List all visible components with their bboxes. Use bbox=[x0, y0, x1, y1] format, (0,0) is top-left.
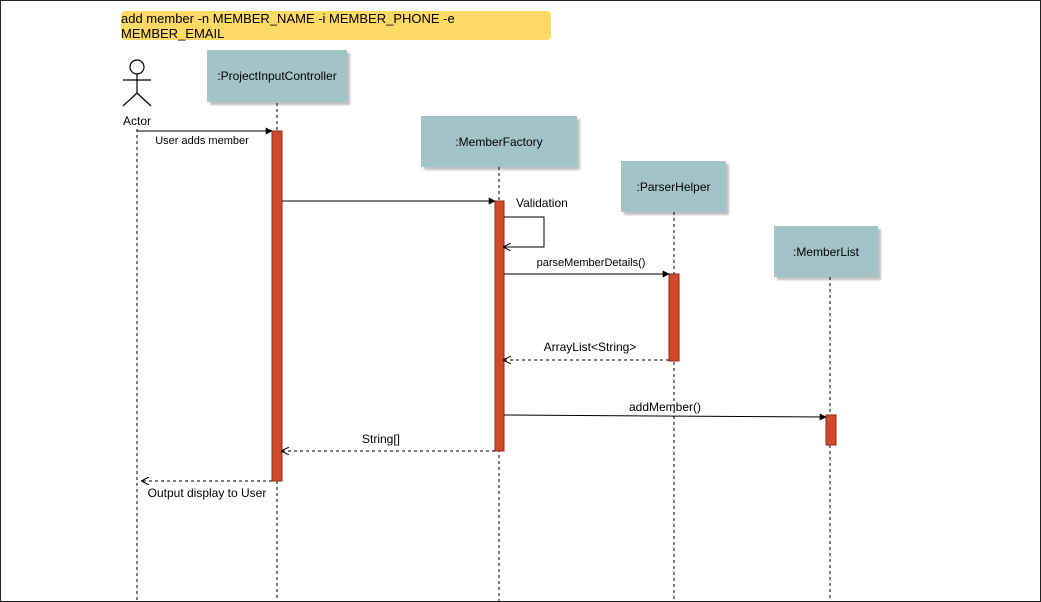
message-user-adds-member-label: User adds member bbox=[155, 135, 249, 147]
participant-member-factory: :MemberFactory bbox=[421, 116, 577, 167]
message-validation-arrow bbox=[504, 216, 545, 247]
message-add-member-arrow bbox=[503, 413, 827, 421]
participant-member-list: :MemberList bbox=[774, 226, 878, 277]
actor-label: Actor bbox=[122, 114, 152, 128]
activation-member-list bbox=[825, 414, 837, 446]
message-arraylist-return-label: ArrayList<String> bbox=[543, 340, 637, 354]
participant-project-input-controller: :ProjectInputController bbox=[207, 50, 347, 102]
command-note: add member -n MEMBER_NAME -i MEMBER_PHON… bbox=[121, 11, 551, 41]
activation-parser-helper bbox=[668, 273, 680, 362]
message-parse-member-details-label: parseMemberDetails() bbox=[536, 257, 646, 269]
message-add-member-label: addMember() bbox=[628, 400, 702, 414]
participant-parser-helper: :ParserHelper bbox=[621, 161, 726, 212]
activation-member-factory bbox=[494, 200, 505, 452]
message-string-array-return-label: String[] bbox=[361, 432, 401, 446]
message-output-display-return-label: Output display to User bbox=[147, 486, 267, 500]
actor-figure bbox=[122, 59, 152, 107]
message-validation-label: Validation bbox=[516, 196, 568, 210]
activation-project-input-controller bbox=[271, 130, 283, 482]
